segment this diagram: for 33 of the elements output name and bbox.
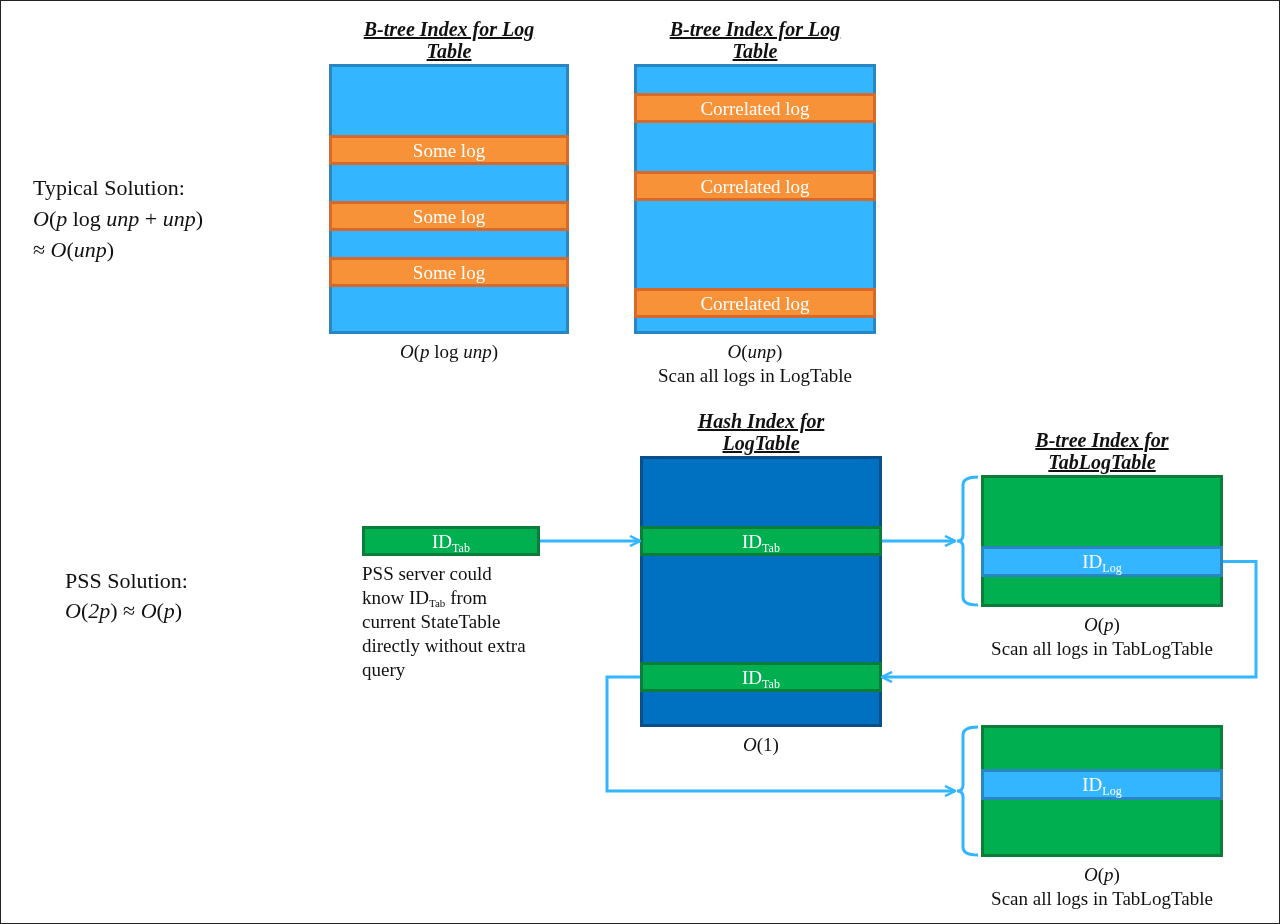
table-heading: B-tree Index for Log Table xyxy=(668,18,842,62)
complexity-text: O(p log unp + unp) xyxy=(33,205,204,233)
id-bar: ID$_{Tab}$ xyxy=(362,526,540,556)
annotation-text: Scan all logs in TabLogTable xyxy=(991,887,1213,911)
index-entry: Correlated log xyxy=(634,93,876,123)
index-entry: Some log xyxy=(329,135,569,165)
annotation-text: Scan all logs in TabLogTable xyxy=(991,637,1213,661)
index-entry: ID$_{Tab}$ xyxy=(640,662,882,692)
index-entry: ID$_{Log}$ xyxy=(981,769,1223,800)
index-entry: Some log xyxy=(329,257,569,287)
index-entry: ID$_{Log}$ xyxy=(981,546,1223,577)
index-entry: Correlated log xyxy=(634,171,876,201)
annotation-text: O(p) xyxy=(1084,613,1120,637)
annotation-text: O(1) xyxy=(743,733,779,757)
table-heading: B-tree Index for TabLogTable xyxy=(1034,429,1170,473)
table-heading: Hash Index for LogTable xyxy=(696,410,826,454)
arrow xyxy=(882,534,957,548)
complexity-text: PSS Solution: xyxy=(65,567,188,595)
arrow xyxy=(605,675,957,798)
annotation-text: PSS server could know ID$_{Tab}$ from current StateTable directly without extra query xyxy=(362,562,527,682)
arrow xyxy=(880,560,1258,684)
annotation-text: O(p log unp) xyxy=(399,340,499,364)
annotation-text: O(p) xyxy=(1084,863,1120,887)
index-entry: ID$_{Tab}$ xyxy=(640,526,882,556)
complexity-text: ≈ O(unp) xyxy=(33,236,115,264)
table-heading: B-tree Index for Log Table xyxy=(362,18,536,62)
annotation-text: O(unp) xyxy=(727,340,783,364)
index-entry: Correlated log xyxy=(634,288,876,318)
annotation-text: Scan all logs in LogTable xyxy=(658,364,852,388)
complexity-text: O(2p) ≈ O(p) xyxy=(65,597,183,625)
arrow xyxy=(540,534,642,548)
index-entry: Some log xyxy=(329,201,569,231)
complexity-text: Typical Solution: xyxy=(33,174,185,202)
